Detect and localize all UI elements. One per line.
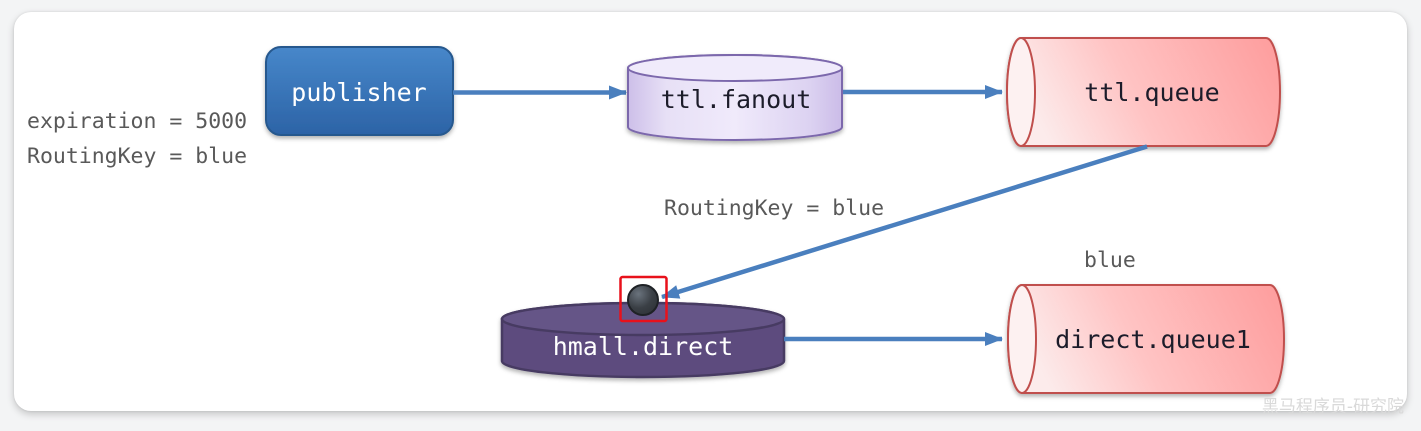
binding-key-label: blue — [1084, 248, 1136, 273]
direct-queue-node: direct.queue1 — [1007, 284, 1285, 394]
direct-exchange-label: hmall.direct — [553, 332, 734, 361]
publisher-label: publisher — [291, 78, 426, 107]
routing-key-publisher-label: RoutingKey = blue — [27, 144, 247, 169]
fanout-cylinder-top — [627, 54, 843, 82]
ttl-queue-cap — [1006, 37, 1036, 147]
direct-exchange-node: hmall.direct — [500, 301, 786, 379]
watermark: 黑马程序员-研究院 — [1262, 397, 1404, 417]
ttl-queue-node: ttl.queue — [1006, 37, 1281, 147]
fanout-exchange-node: ttl.fanout — [627, 54, 843, 141]
fanout-exchange-label: ttl.fanout — [661, 85, 812, 114]
ttl-queue-label: ttl.queue — [1084, 78, 1219, 107]
routing-key-dead-letter-label: RoutingKey = blue — [664, 196, 884, 221]
publisher-node: publisher — [265, 46, 454, 136]
direct-queue-cap — [1007, 284, 1037, 394]
binding-dot — [627, 284, 659, 316]
expiration-label: expiration = 5000 — [27, 109, 247, 134]
direct-queue-label: direct.queue1 — [1055, 325, 1251, 354]
highlight-box — [619, 275, 668, 323]
arrow-ttl-queue-to-direct-exchange — [661, 144, 1148, 300]
